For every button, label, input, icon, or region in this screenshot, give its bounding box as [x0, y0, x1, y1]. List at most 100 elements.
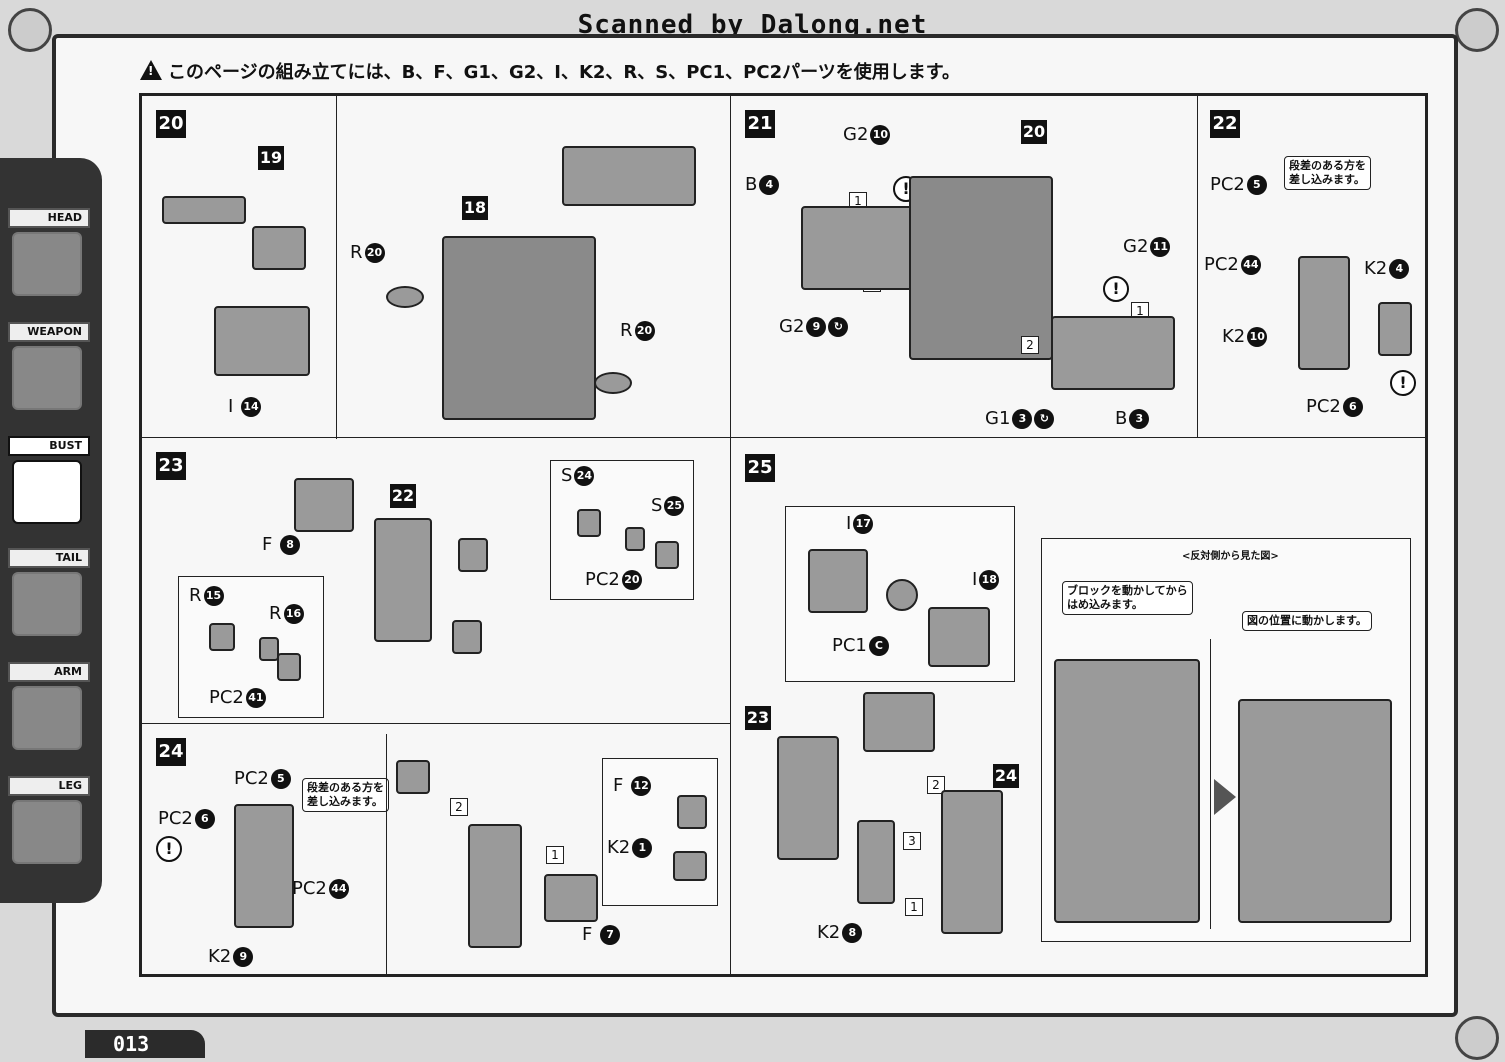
move-position-note: 図の位置に動かします。: [1242, 611, 1372, 631]
tab-label: ARM: [8, 662, 90, 682]
ref-step-number: 24: [993, 764, 1019, 788]
arm-block-illustration: [1054, 659, 1200, 923]
leg-icon: [12, 800, 82, 864]
step-number: 23: [156, 452, 186, 480]
part-label-f: F 12: [613, 775, 652, 796]
arm-block-illustration: [468, 824, 522, 948]
small-part-illustration: [677, 795, 707, 829]
substep-2: 2: [927, 776, 945, 794]
arm-block-illustration: [941, 790, 1003, 934]
ref-step-number: 18: [462, 196, 488, 220]
cap-part-illustration: [594, 372, 632, 394]
joint-part-illustration: [808, 549, 868, 613]
caution-icon: !: [1103, 276, 1129, 302]
joint-part-illustration: [162, 196, 246, 224]
joint-part-illustration: [252, 226, 306, 270]
tab-head[interactable]: HEAD: [6, 208, 94, 308]
warning-text: このページの組み立てには、B、F、G1、G2、I、K2、R、S、PC1、PC2パ…: [168, 62, 960, 83]
tab-tail[interactable]: TAIL: [6, 548, 94, 648]
part-label-f: F 7: [582, 924, 621, 945]
shoulder-part-illustration: [562, 146, 696, 206]
joint-part-illustration: [857, 820, 895, 904]
polycap-illustration: [886, 579, 918, 611]
bust-icon: [12, 460, 82, 524]
small-part-illustration: [277, 653, 301, 681]
armor-part-illustration: [801, 206, 921, 290]
joint-part-illustration: [863, 692, 935, 752]
section-sidebar: HEAD WEAPON BUST TAIL ARM LEG: [0, 158, 102, 903]
substep-1: 1: [905, 898, 923, 916]
tab-leg[interactable]: LEG: [6, 776, 94, 876]
substep-1: 1: [546, 846, 564, 864]
arm-icon: [12, 686, 82, 750]
ref-step-number: 23: [745, 706, 771, 730]
arm-block-illustration: [1238, 699, 1392, 923]
bust-assembly-illustration: [909, 176, 1053, 360]
warning-icon: [140, 60, 162, 80]
small-part-illustration: [209, 623, 235, 651]
cap-part-illustration: [386, 286, 424, 308]
arm-block-illustration: [777, 736, 839, 860]
ref-step-number: 20: [1021, 120, 1047, 144]
tab-label: HEAD: [8, 208, 90, 228]
rotate-icon: ↻: [828, 317, 849, 337]
insert-note: 段差のある方を 差し込みます。: [302, 778, 389, 812]
small-part-illustration: [259, 637, 279, 661]
step-number: 20: [156, 110, 186, 138]
cover-plate-illustration: [544, 874, 598, 922]
weapon-icon: [12, 346, 82, 410]
reverse-view-box: <反対側から見た図> ブロックを動かしてから はめ込みます。 図の位置に動かしま…: [1041, 538, 1411, 942]
joint-part-illustration: [458, 538, 488, 572]
small-part-illustration: [673, 851, 707, 881]
move-block-note: ブロックを動かしてから はめ込みます。: [1062, 581, 1193, 615]
step-number: 25: [745, 454, 775, 482]
cover-part-illustration: [1378, 302, 1412, 356]
tab-arm[interactable]: ARM: [6, 662, 94, 762]
tail-icon: [12, 572, 82, 636]
tab-weapon[interactable]: WEAPON: [6, 322, 94, 422]
reverse-view-caption: <反対側から見た図>: [1182, 551, 1279, 562]
armor-part-illustration: [1051, 316, 1175, 390]
caution-icon: !: [1390, 370, 1416, 396]
small-part-illustration: [577, 509, 601, 537]
corner-bolt-icon: [1455, 1016, 1499, 1060]
small-part-illustration: [625, 527, 645, 551]
bust-assembly-illustration: [442, 236, 596, 420]
step-number: 24: [156, 738, 186, 766]
step-number: 22: [1210, 110, 1240, 138]
rotate-icon: ↻: [1034, 409, 1055, 429]
parts-warning: このページの組み立てには、B、F、G1、G2、I、K2、R、S、PC1、PC2パ…: [140, 58, 960, 84]
small-part-illustration: [655, 541, 679, 569]
ref-step-number: 22: [390, 484, 416, 508]
tab-bust[interactable]: BUST: [6, 436, 94, 536]
small-part-illustration: [396, 760, 430, 794]
